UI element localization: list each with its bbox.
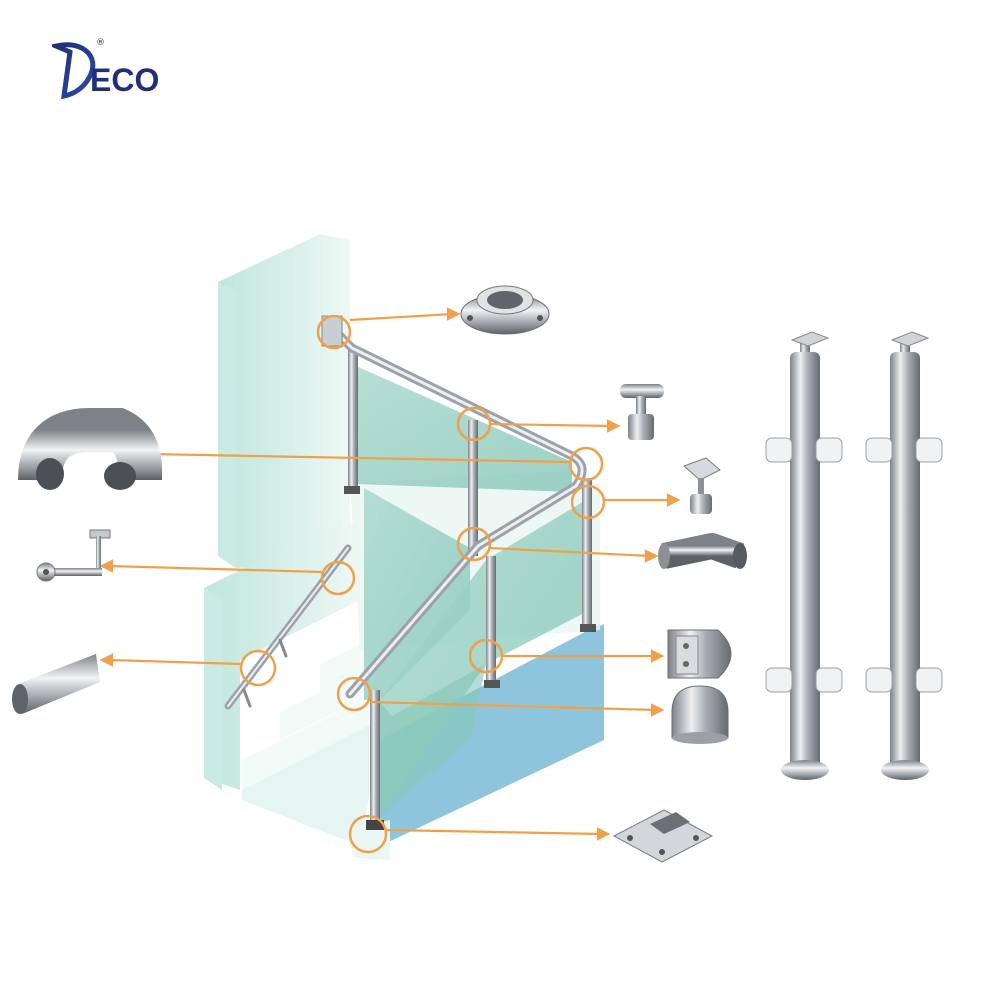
brand-logo <box>52 42 96 100</box>
upper-wall <box>218 234 350 568</box>
glass-posts <box>344 348 596 830</box>
elbow-adjustable-icon <box>658 533 747 569</box>
callout-circles <box>239 314 606 854</box>
end-cap-icon <box>671 685 729 744</box>
registered-mark: ® <box>96 38 105 48</box>
handrail-support-icon <box>620 384 664 440</box>
post-top-saddle-icon <box>683 457 721 514</box>
wall-flange-icon <box>460 285 550 335</box>
railing-post-left <box>765 331 843 780</box>
wall-bracket-icon <box>36 529 111 582</box>
elbow-90-icon <box>18 408 162 490</box>
brand-name: ECO <box>90 62 160 98</box>
railing-post-right <box>865 331 943 780</box>
callout-arrows <box>99 307 681 841</box>
square-base-plate-icon <box>612 809 714 863</box>
tube-icon <box>12 654 100 714</box>
glass-clamp-icon <box>667 629 732 679</box>
